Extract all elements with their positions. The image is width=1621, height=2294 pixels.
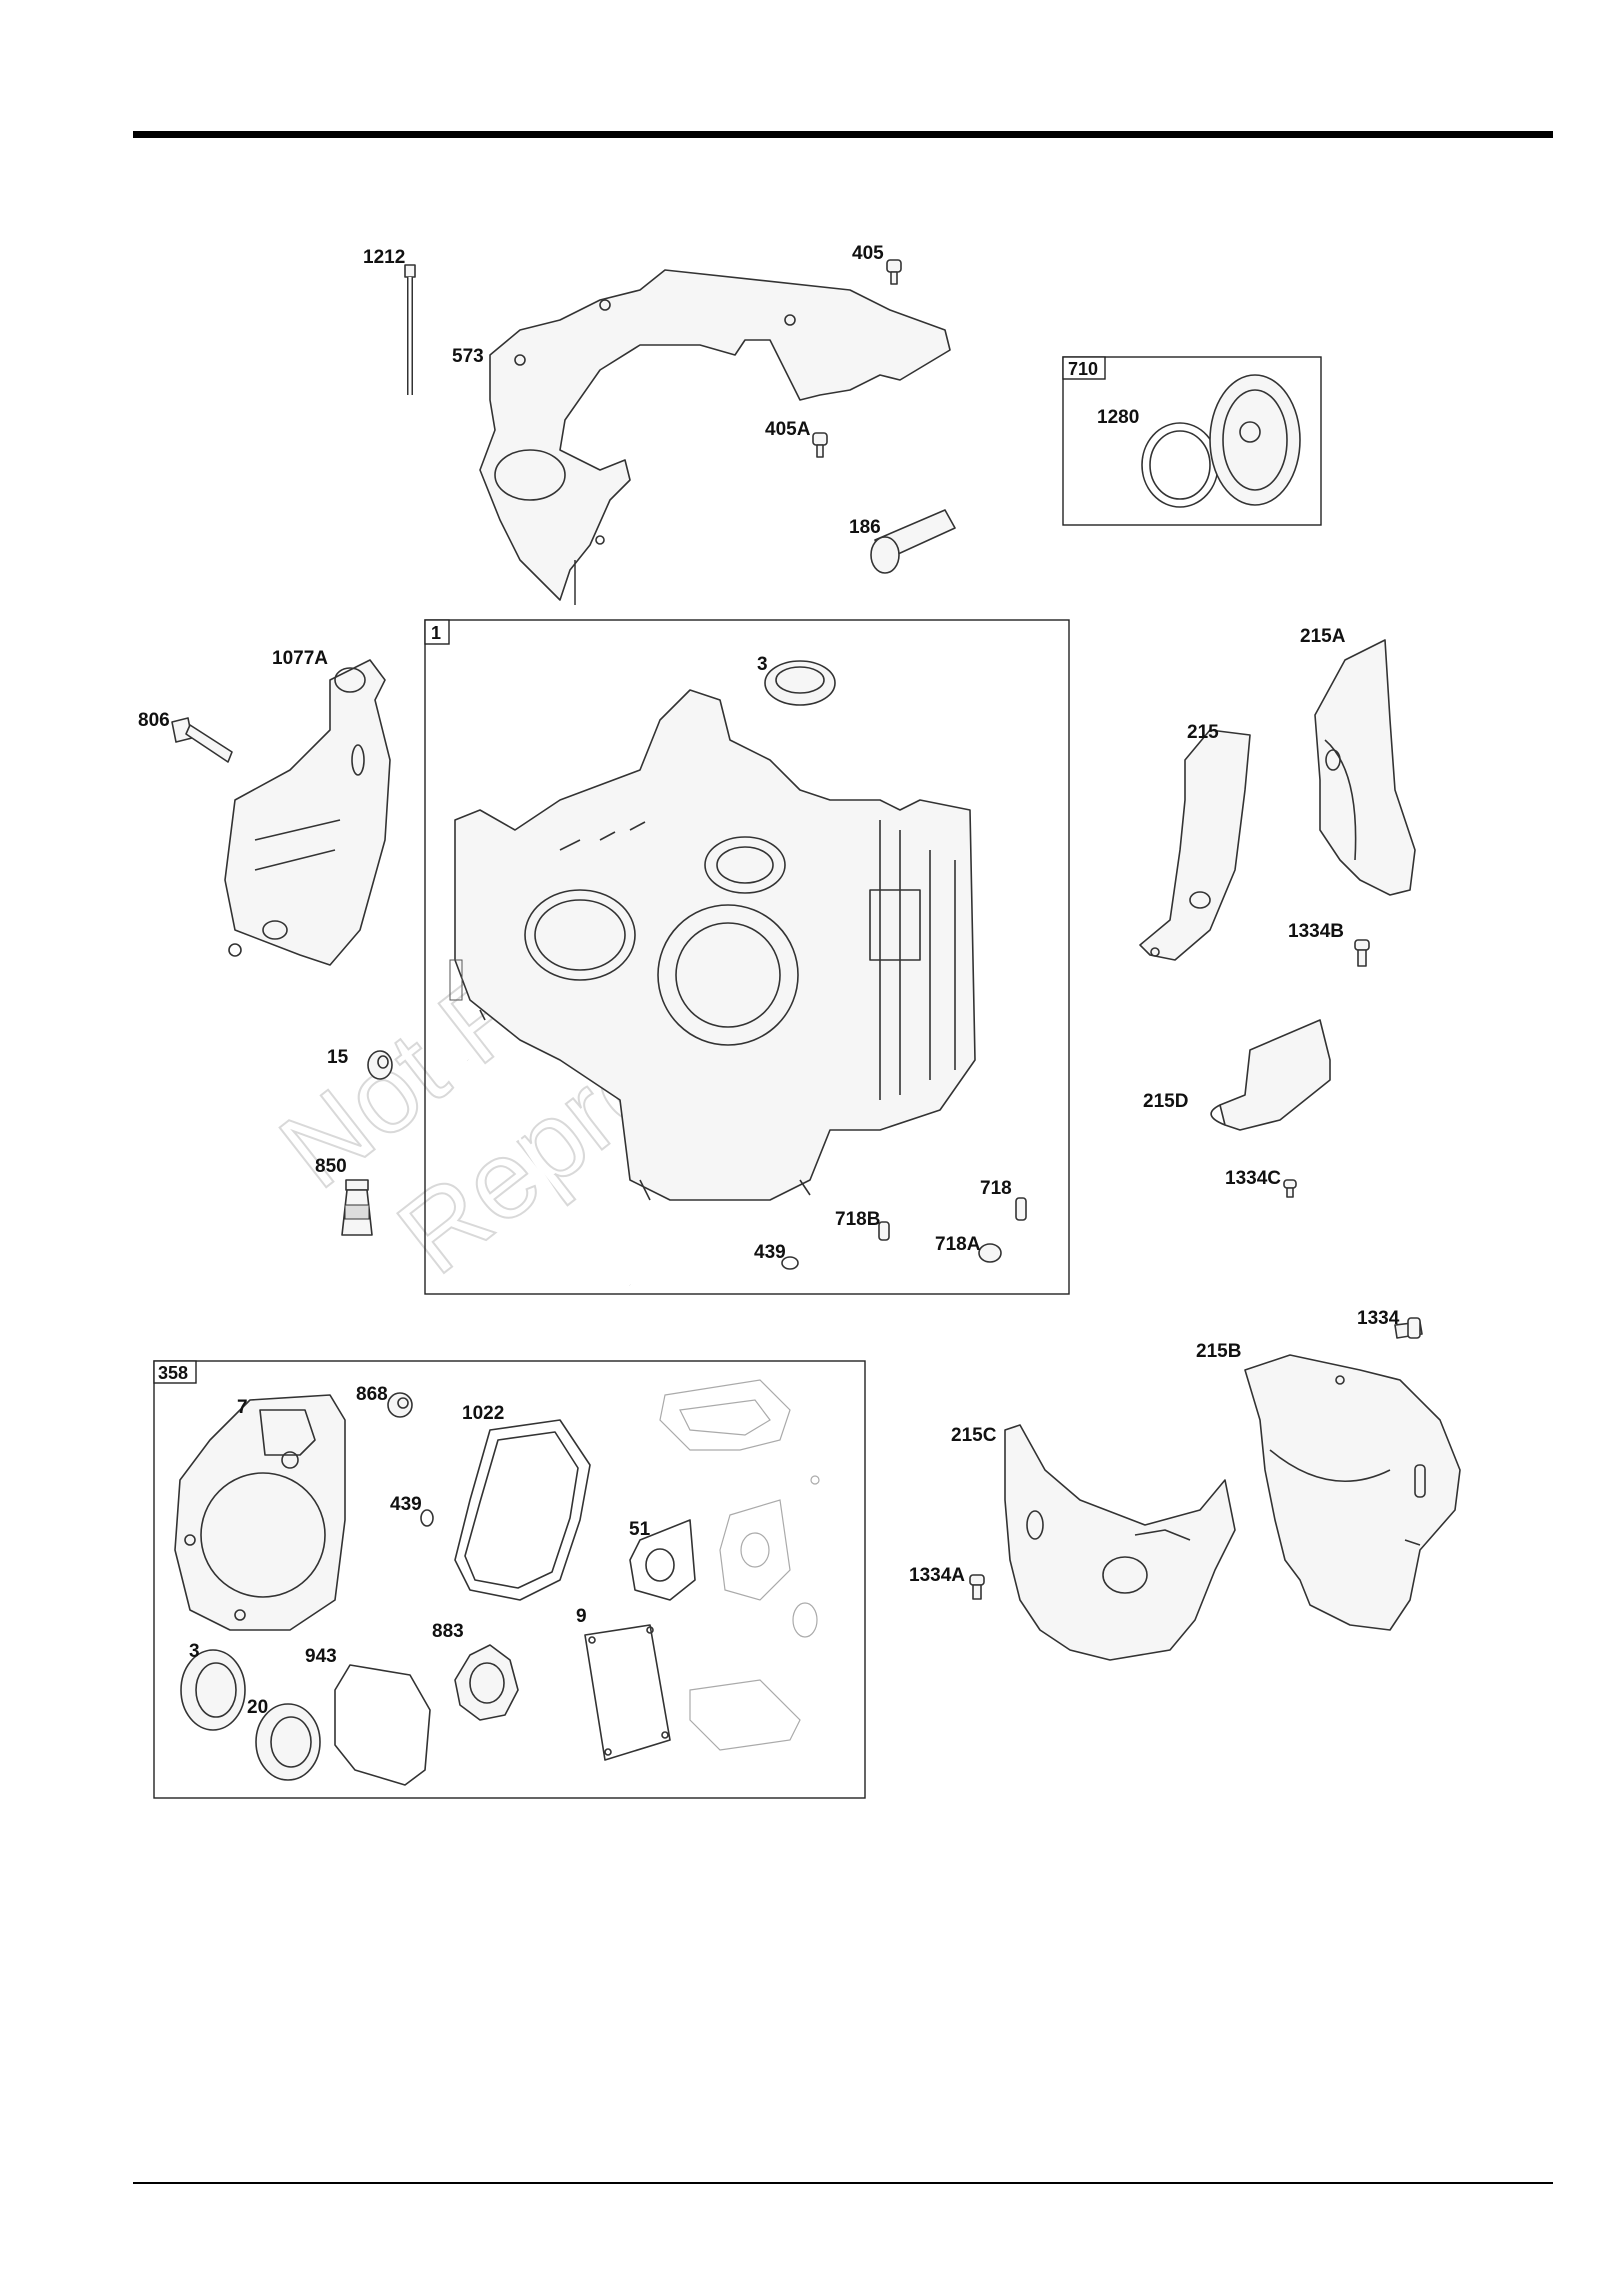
air-guide-215A <box>1315 640 1415 895</box>
label-1077A: 1077A <box>272 648 328 669</box>
box-label-1: 1 <box>431 623 441 643</box>
dowel-pin-icon <box>979 1244 1001 1262</box>
label-215B: 215B <box>1196 1341 1241 1362</box>
label-215C: 215C <box>951 1425 997 1446</box>
box-label-710: 710 <box>1068 359 1098 379</box>
cylinder-shield-215B <box>1245 1355 1460 1630</box>
gasket-icon <box>335 1665 430 1785</box>
mounting-bracket <box>225 660 390 965</box>
o-ring-icon <box>421 1510 433 1526</box>
box-label-358: 358 <box>158 1363 188 1383</box>
footer-rule <box>133 2182 1553 2184</box>
label-215A: 215A <box>1300 626 1346 647</box>
label-51: 51 <box>629 1519 651 1540</box>
air-guide-215 <box>1140 730 1250 960</box>
dowel-pin-icon <box>879 1222 889 1240</box>
dowel-pin-icon <box>1016 1198 1026 1220</box>
bolt-icon <box>405 265 415 395</box>
label-1334C: 1334C <box>1225 1168 1281 1189</box>
label-718B: 718B <box>835 1209 880 1230</box>
label-405A: 405A <box>765 419 811 440</box>
label-1280: 1280 <box>1097 407 1139 428</box>
label-718A: 718A <box>935 1234 981 1255</box>
cylinder-shield-215C <box>1005 1425 1235 1660</box>
label-439-block: 439 <box>754 1242 786 1263</box>
label-186: 186 <box>849 517 881 538</box>
label-405: 405 <box>852 243 884 264</box>
seal-ring-icon <box>1142 423 1218 507</box>
label-868: 868 <box>356 1384 388 1405</box>
bolt-icon <box>172 718 232 762</box>
bolt-icon <box>1355 940 1369 966</box>
bolt-icon <box>813 433 827 457</box>
gasket-icon <box>585 1625 670 1760</box>
bolt-icon <box>887 260 901 284</box>
reference-gasket-outlines <box>660 1380 819 1750</box>
gasket-icon <box>455 1420 590 1600</box>
sealant-tube-icon <box>342 1180 372 1235</box>
label-439-kit: 439 <box>390 1494 422 1515</box>
label-806: 806 <box>138 710 170 731</box>
gasket-icon <box>455 1645 518 1720</box>
gasket-icon <box>175 1395 345 1630</box>
label-573: 573 <box>452 346 484 367</box>
nut-icon <box>368 1051 392 1079</box>
label-3-block: 3 <box>757 654 768 675</box>
label-943: 943 <box>305 1646 337 1667</box>
label-215: 215 <box>1187 722 1219 743</box>
fitting-icon <box>871 510 955 573</box>
label-1334: 1334 <box>1357 1308 1400 1329</box>
label-7: 7 <box>237 1397 248 1418</box>
air-guide-215D <box>1211 1020 1330 1130</box>
label-15: 15 <box>327 1047 349 1068</box>
label-718: 718 <box>980 1178 1012 1199</box>
label-215D: 215D <box>1143 1091 1188 1112</box>
label-850: 850 <box>315 1156 347 1177</box>
label-1022: 1022 <box>462 1403 504 1424</box>
seal-ring-icon <box>765 661 835 705</box>
bolt-icon <box>1284 1180 1296 1197</box>
label-20: 20 <box>247 1697 268 1718</box>
label-1334A: 1334A <box>909 1565 965 1586</box>
header-rule <box>133 131 1553 138</box>
label-1334B: 1334B <box>1288 921 1344 942</box>
label-883: 883 <box>432 1621 464 1642</box>
label-1212: 1212 <box>363 247 405 268</box>
seal-ring-icon <box>181 1650 245 1730</box>
oil-cap-icon <box>1210 375 1300 505</box>
nut-icon <box>388 1393 412 1417</box>
label-3-kit: 3 <box>189 1641 200 1662</box>
bolt-icon <box>970 1575 984 1599</box>
label-9: 9 <box>576 1606 587 1627</box>
